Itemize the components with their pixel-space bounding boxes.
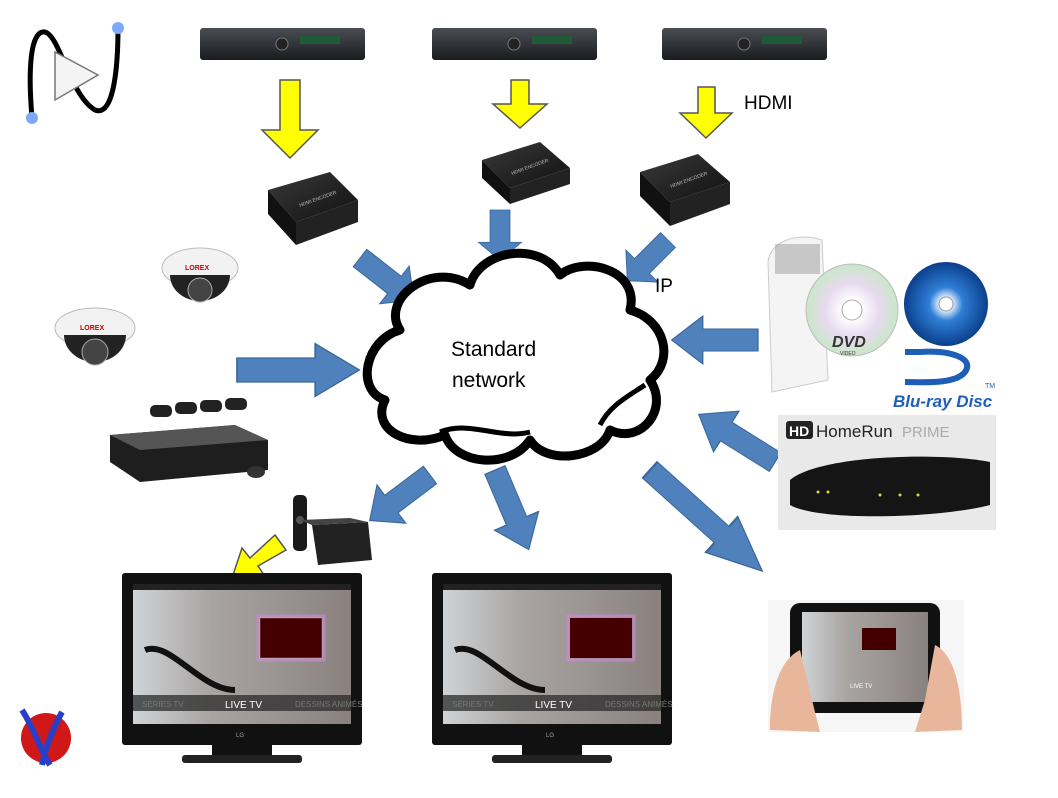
tablet: LIVE TV — [768, 600, 964, 732]
network-cloud: Standard network — [362, 248, 669, 465]
hdmi-encoder-3: HDMI ENCODER — [640, 154, 730, 226]
hdhomerun-name: HomeRun — [816, 422, 893, 441]
ip-arrow-to-tv-2 — [472, 460, 552, 560]
brand-logo-top-left — [26, 22, 124, 124]
television-2: SÉRIES TV LIVE TV DESSINS ANIMÉS LG — [432, 573, 673, 763]
tv-menu-right: DESSINS ANIMÉS — [605, 700, 673, 709]
ip-label: IP — [655, 276, 673, 297]
ip-arrow-to-tablet — [633, 451, 780, 590]
bluray-logo: Blu-ray Disc — [893, 392, 993, 411]
tv-menu-center: LIVE TV — [535, 700, 572, 711]
ip-arrow-storage — [670, 315, 759, 365]
dvd-logo: DVD — [832, 334, 866, 351]
brand-logo-bottom-left — [19, 708, 71, 767]
hdhomerun-badge: HD — [789, 423, 809, 439]
hdhomerun-model: PRIME — [902, 424, 950, 441]
ip-arrow-to-firetv — [354, 455, 445, 541]
dvd-disc: DVD VIDEO — [805, 263, 899, 357]
bluray-disc: TM Blu-ray Disc — [893, 262, 995, 411]
ip-arrow-cameras — [236, 342, 361, 398]
camera-brand: LOREX — [80, 325, 104, 332]
television-1: SÉRIES TV LIVE TV DESSINS ANIMÉS LG — [122, 573, 363, 763]
streaming-box — [293, 495, 372, 565]
hdmi-arrow-firetv-to-tv — [230, 533, 288, 579]
media-player-3 — [662, 28, 827, 60]
media-player-2 — [432, 28, 597, 60]
media-player-1 — [200, 28, 365, 60]
tv-menu-center: LIVE TV — [225, 700, 262, 711]
ip-camera-1: LOREX — [161, 247, 239, 303]
network-storage-drive — [767, 236, 829, 393]
hdmi-encoder-1: HDMI ENCODER — [268, 172, 358, 245]
ip-arrow-hdhomerun — [685, 393, 789, 483]
hdmi-arrow-1 — [260, 79, 320, 160]
bluray-tm: TM — [985, 383, 995, 390]
hdmi-arrow-2 — [491, 79, 549, 130]
hdmi-label: HDMI — [744, 93, 793, 114]
cloud-label-line2: network — [452, 369, 526, 392]
security-dvr-kit — [110, 398, 268, 482]
hdmi-encoder-2: HDMI ENCODER — [482, 142, 570, 204]
hdhomerun-tuner: HD HomeRun PRIME — [778, 415, 996, 530]
cloud-label-line1: Standard — [451, 338, 536, 361]
tv-menu-left: SÉRIES TV — [142, 700, 184, 709]
camera-brand: LOREX — [185, 265, 209, 272]
tv-menu-right: DESSINS ANIMÉS — [295, 700, 363, 709]
ip-camera-2: LOREX — [54, 307, 136, 366]
tablet-menu-center: LIVE TV — [850, 684, 872, 690]
tv-brand: LG — [236, 733, 244, 739]
hdmi-arrow-3 — [678, 86, 734, 140]
dvd-sub-logo: VIDEO — [840, 351, 856, 357]
tv-brand: LG — [546, 733, 554, 739]
tv-menu-left: SÉRIES TV — [452, 700, 494, 709]
